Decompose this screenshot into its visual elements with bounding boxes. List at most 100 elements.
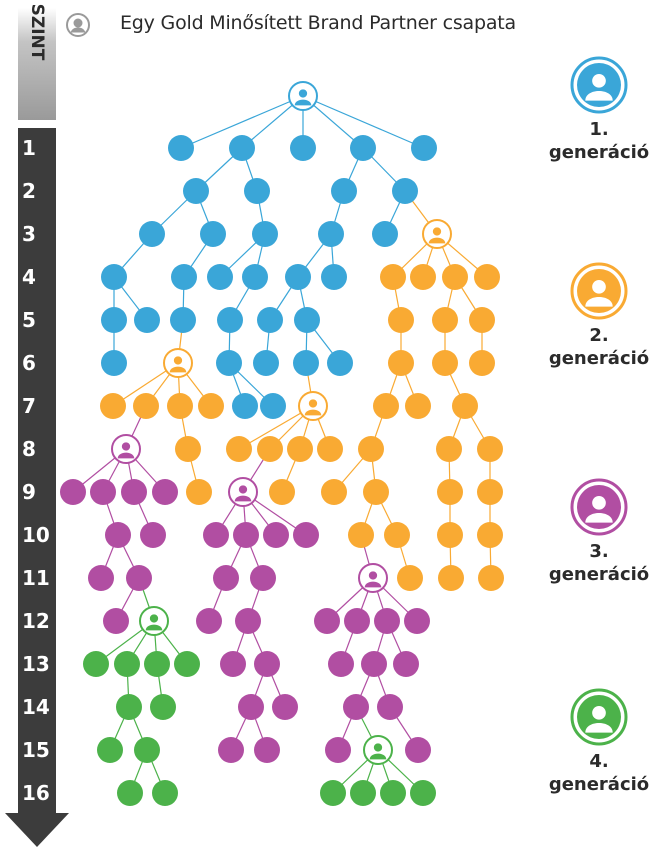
level-number: 12 [22, 609, 50, 633]
team-member-node [213, 565, 239, 591]
member-disc [116, 694, 142, 720]
team-member-node [442, 264, 468, 290]
team-member-node [171, 264, 197, 290]
team-member-node [269, 479, 295, 505]
level-header: SZINT [18, 4, 56, 120]
team-member-node [405, 737, 431, 763]
member-disc [213, 565, 239, 591]
member-disc [233, 522, 259, 548]
member-disc [174, 651, 200, 677]
member-disc [397, 565, 423, 591]
team-member-node [168, 135, 194, 161]
person-head [149, 614, 159, 623]
team-member-node [133, 393, 159, 419]
team-member-node [252, 221, 278, 247]
team-member-node [226, 436, 252, 462]
person-body [585, 297, 613, 307]
team-member-node [232, 393, 258, 419]
member-disc [405, 393, 431, 419]
level-number: 3 [22, 222, 36, 246]
member-disc [88, 565, 114, 591]
member-disc [216, 350, 242, 376]
person-head [368, 571, 378, 580]
member-disc [469, 307, 495, 333]
person-body [428, 237, 446, 244]
person-icon [570, 478, 628, 536]
team-member-node [126, 565, 152, 591]
team-member-node [290, 135, 316, 161]
team-member-node [200, 221, 226, 247]
team-member-node [388, 350, 414, 376]
member-disc [83, 651, 109, 677]
team-member-node [103, 608, 129, 634]
team-member-node [327, 350, 353, 376]
level-number: 1 [22, 136, 36, 160]
member-disc [432, 307, 458, 333]
person-head [432, 227, 442, 236]
person-head [298, 89, 308, 98]
member-disc [101, 307, 127, 333]
tree-link [180, 95, 304, 149]
team-member-node [198, 393, 224, 419]
team-member-node [242, 264, 268, 290]
level-arrow-icon [5, 813, 69, 847]
member-disc [452, 393, 478, 419]
member-disc [272, 694, 298, 720]
team-member-node [477, 479, 503, 505]
team-member-node [134, 307, 160, 333]
member-disc [405, 737, 431, 763]
member-disc [133, 393, 159, 419]
team-member-node [105, 522, 131, 548]
team-member-node [321, 264, 347, 290]
member-disc [217, 307, 243, 333]
team-member-node [294, 307, 320, 333]
team-member-node [101, 264, 127, 290]
team-member-node [253, 350, 279, 376]
team-member-node [320, 780, 346, 806]
team-member-node [140, 522, 166, 548]
member-disc [320, 780, 346, 806]
member-disc [97, 737, 123, 763]
team-member-node [101, 307, 127, 333]
level-number: 11 [22, 566, 50, 590]
member-disc [170, 307, 196, 333]
team-member-node [325, 737, 351, 763]
member-disc [358, 436, 384, 462]
member-disc [438, 565, 464, 591]
team-member-node [372, 221, 398, 247]
member-disc [384, 522, 410, 548]
team-member-node [388, 307, 414, 333]
team-member-node [272, 694, 298, 720]
team-member-node [314, 608, 340, 634]
member-disc [285, 264, 311, 290]
member-disc [105, 522, 131, 548]
team-member-node [238, 694, 264, 720]
team-member-node [203, 522, 229, 548]
level-number: 2 [22, 179, 36, 203]
member-disc [293, 350, 319, 376]
level-number: 5 [22, 308, 36, 332]
member-disc [117, 780, 143, 806]
member-disc [344, 608, 370, 634]
team-member-node [220, 651, 246, 677]
team-member-node [257, 436, 283, 462]
member-disc [410, 780, 436, 806]
member-disc [469, 350, 495, 376]
level-number: 4 [22, 265, 36, 289]
member-disc [380, 780, 406, 806]
person-head [121, 442, 131, 451]
team-member-node [196, 608, 222, 634]
level-number: 16 [22, 781, 50, 805]
level-number: 8 [22, 437, 36, 461]
team-member-node [469, 350, 495, 376]
level-number: 7 [22, 394, 36, 418]
team-member-node [293, 350, 319, 376]
member-disc [207, 264, 233, 290]
team-member-node [139, 221, 165, 247]
person-body [234, 495, 252, 502]
member-disc [287, 436, 313, 462]
person-icon [570, 262, 628, 320]
team-member-node [186, 479, 212, 505]
legend-generation-label: generáció [548, 348, 650, 369]
person-body [369, 753, 387, 760]
